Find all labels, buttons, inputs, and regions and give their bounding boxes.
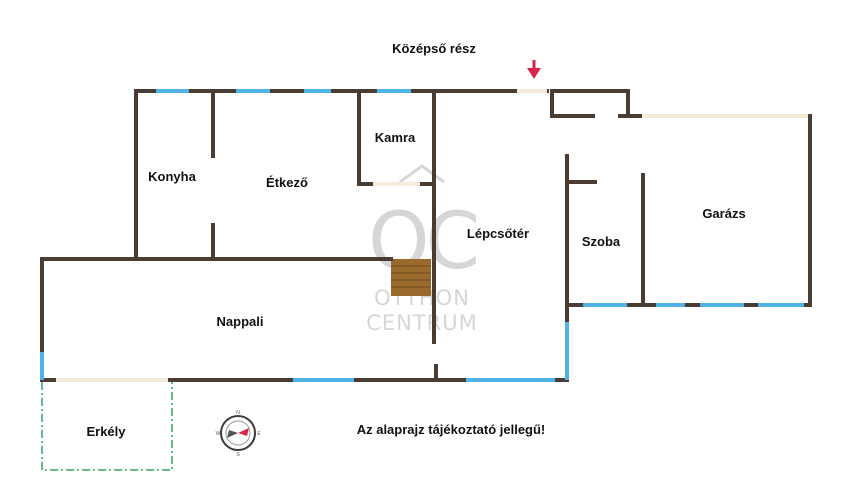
svg-text:W: W: [216, 431, 221, 437]
room-label-nappali: Nappali: [217, 314, 264, 329]
stairs: [391, 259, 431, 296]
plan-title: Középső rész: [392, 41, 476, 56]
room-label-lepcsoter: Lépcsőtér: [467, 226, 529, 241]
watermark: OC OTTHON CENTRUM: [366, 164, 480, 335]
room-label-erkely: Erkély: [86, 424, 126, 439]
room-label-szoba: Szoba: [582, 234, 621, 249]
room-label-etkezo: Étkező: [266, 175, 308, 190]
entrance-arrow-icon: [527, 60, 541, 79]
disclaimer-note: Az alaprajz tájékoztató jellegű!: [357, 422, 546, 437]
balcony-outline: [41, 382, 173, 471]
svg-text:N: N: [236, 410, 240, 416]
room-label-garazs: Garázs: [702, 206, 745, 221]
svg-text:S: S: [236, 452, 240, 458]
compass-icon: N S W E: [216, 410, 262, 458]
room-label-kamra: Kamra: [375, 130, 416, 145]
doors: [56, 89, 808, 382]
watermark-line2: CENTRUM: [366, 311, 478, 335]
svg-text:E: E: [257, 431, 261, 437]
windows: [40, 89, 804, 382]
room-label-konyha: Konyha: [148, 169, 196, 184]
